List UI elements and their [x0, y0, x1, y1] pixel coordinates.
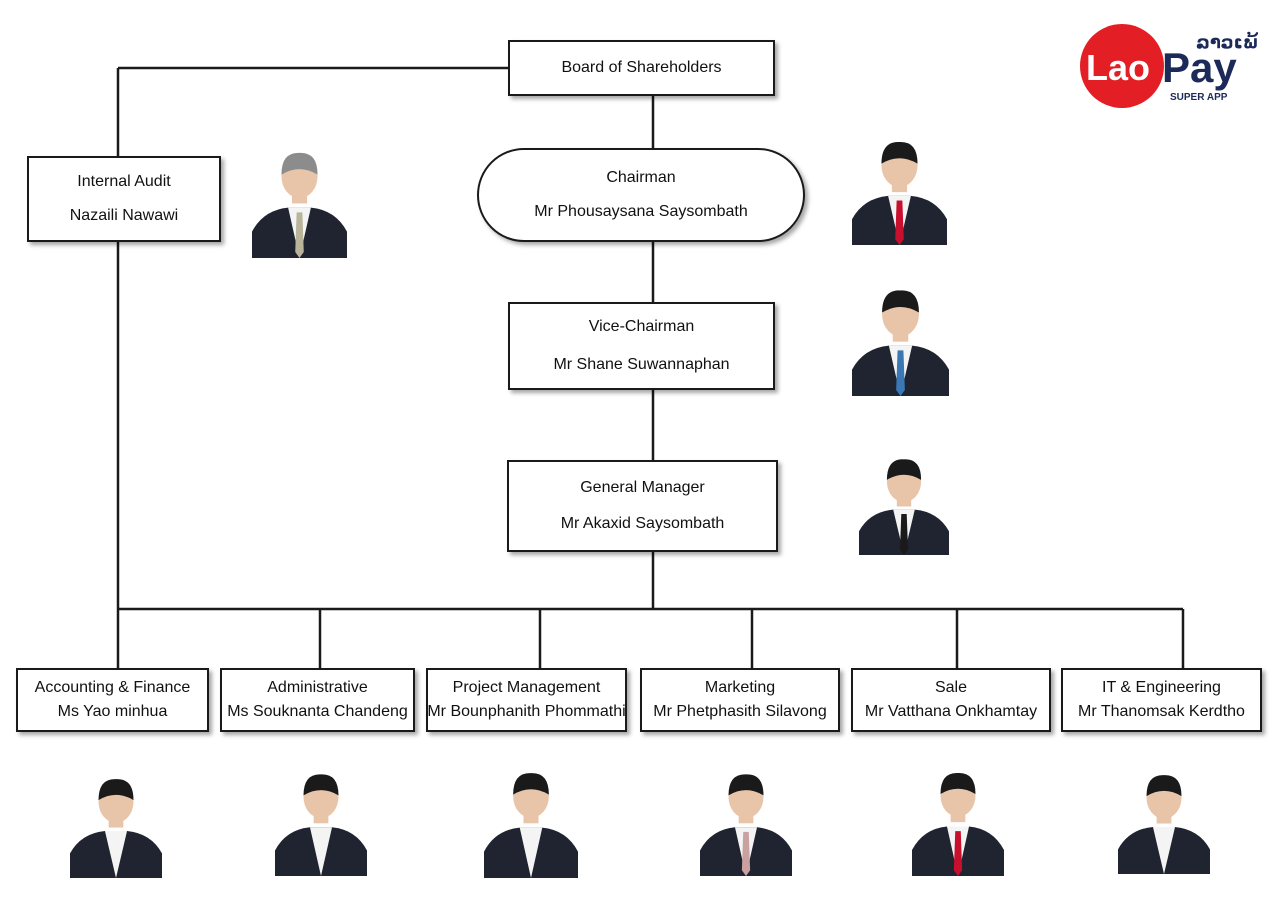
- department-name: Mr Phetphasith Silavong: [653, 703, 827, 720]
- logo-lao-script: ລາວເພ້: [1196, 32, 1259, 53]
- department-box-accounting: Accounting & Finance Ms Yao minhua: [16, 668, 209, 732]
- person-photo-icon: [912, 773, 1004, 876]
- gm-role: General Manager: [580, 479, 705, 497]
- audit-name: Nazaili Nawawi: [69, 207, 179, 224]
- person-photo-icon: [700, 774, 792, 876]
- person-photo-icon: [852, 290, 949, 396]
- gm-photo: [859, 447, 949, 555]
- person-photo-icon: [275, 774, 367, 876]
- vice-chairman-photo: [852, 276, 949, 396]
- department-name: Mr Vatthana Onkhamtay: [864, 703, 1038, 720]
- department-role: Project Management: [452, 679, 601, 697]
- person-photo-icon: [484, 773, 578, 878]
- general-manager-box: General Manager Mr Akaxid Saysombath: [507, 460, 778, 552]
- vice-chairman-box: Vice-Chairman Mr Shane Suwannaphan: [508, 302, 775, 390]
- department-box-marketing: Marketing Mr Phetphasith Silavong: [640, 668, 840, 732]
- logo-brand-pay: Pay: [1162, 44, 1237, 91]
- chairman-name: Mr Phousaysana Saysombath: [534, 203, 748, 220]
- department-name: Ms Souknanta Chandeng: [227, 703, 408, 720]
- audit-photo: [252, 138, 347, 258]
- chairman-role: Chairman: [606, 169, 676, 187]
- department-role: Accounting & Finance: [34, 679, 191, 697]
- marketing-photo: [700, 760, 792, 876]
- department-box-sale: Sale Mr Vatthana Onkhamtay: [851, 668, 1051, 732]
- person-photo-icon: [252, 152, 347, 258]
- department-name: Mr Thanomsak Kerdtho: [1078, 703, 1245, 720]
- accounting-photo: [70, 766, 162, 878]
- department-role: Administrative: [267, 679, 368, 697]
- person-photo-icon: [70, 779, 162, 878]
- department-name: Ms Yao minhua: [57, 703, 168, 720]
- department-box-it-engineering: IT & Engineering Mr Thanomsak Kerdtho: [1061, 668, 1262, 732]
- it-engineering-photo: [1118, 762, 1210, 874]
- logo-brand-lao: Lao: [1086, 47, 1150, 88]
- vice-role: Vice-Chairman: [588, 318, 695, 336]
- gm-name: Mr Akaxid Saysombath: [560, 515, 725, 532]
- department-role: Marketing: [704, 679, 776, 697]
- vice-name: Mr Shane Suwannaphan: [553, 356, 730, 373]
- chairman-box: Chairman Mr Phousaysana Saysombath: [477, 148, 805, 242]
- department-name: Mr Bounphanith Phommathi: [427, 703, 626, 720]
- department-role: IT & Engineering: [1102, 679, 1221, 697]
- board-of-shareholders-box: Board of Shareholders: [508, 40, 775, 96]
- department-box-administrative: Administrative Ms Souknanta Chandeng: [220, 668, 415, 732]
- person-photo-icon: [852, 141, 947, 245]
- administrative-photo: [275, 760, 367, 876]
- audit-role: Internal Audit: [77, 173, 171, 191]
- laopay-logo: Lao Pay ລາວເພ້ SUPER APP: [1078, 22, 1264, 112]
- sale-photo: [912, 758, 1004, 876]
- department-box-project-management: Project Management Mr Bounphanith Phomma…: [426, 668, 627, 732]
- board-title: Board of Shareholders: [561, 59, 722, 77]
- department-role: Sale: [934, 679, 968, 697]
- person-photo-icon: [1118, 775, 1210, 874]
- logo-tagline: SUPER APP: [1170, 92, 1228, 103]
- person-photo-icon: [859, 459, 949, 555]
- internal-audit-box: Internal Audit Nazaili Nawawi: [27, 156, 221, 242]
- project-management-photo: [484, 758, 578, 878]
- chairman-photo: [852, 128, 947, 245]
